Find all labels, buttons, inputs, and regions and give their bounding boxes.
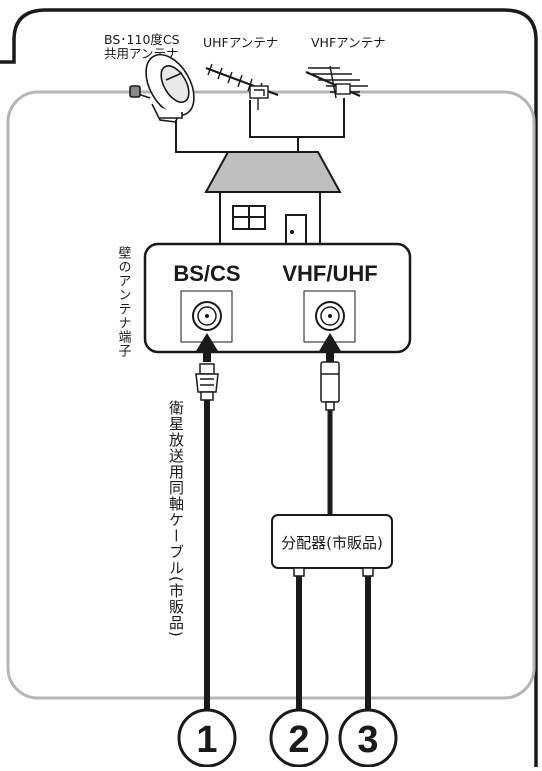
- bs-cs-connector-icon: [180, 290, 233, 343]
- coax-cable-label: 衛星放送用同軸ケーブル(市販品): [167, 400, 185, 638]
- uhf-cable: [249, 100, 298, 138]
- wall-terminal-side-label: 壁のアンテナ端子: [116, 246, 132, 358]
- output-number-1: 1: [196, 719, 217, 761]
- bs-cs-antenna-label-line1: BS･110度CS: [104, 32, 180, 47]
- output-number-2: 2: [288, 719, 309, 761]
- splitter-port: [293, 567, 305, 577]
- f-plug-icon: [195, 363, 219, 401]
- splitter-port: [362, 567, 374, 577]
- splitter-label: 分配器(市販品): [281, 534, 383, 552]
- vhf-uhf-port-label: VHF/UHF: [282, 261, 377, 286]
- bs-cs-port-label: BS/CS: [173, 261, 240, 286]
- vhf-antenna-label: VHFアンテナ: [311, 35, 386, 50]
- splitter-box: [271, 514, 393, 569]
- uhf-antenna-label: UHFアンテナ: [203, 35, 278, 50]
- vhf-antenna-icon: [305, 65, 368, 99]
- arrow-up-icon: [319, 333, 341, 362]
- satellite-dish-icon: [129, 53, 195, 123]
- house-icon: [204, 151, 342, 245]
- outer-frame: [0, 8, 538, 767]
- arrow-up-icon: [196, 333, 218, 362]
- output-badge-1: 1: [177, 708, 237, 768]
- plug-icon: [320, 361, 340, 411]
- output-number-3: 3: [357, 719, 378, 761]
- vhf-uhf-connector-icon: [303, 290, 356, 343]
- vhf-cable: [297, 98, 345, 152]
- uhf-antenna-icon: [205, 63, 279, 110]
- output-badge-2: 2: [269, 708, 329, 768]
- dish-cable: [175, 120, 232, 153]
- output-badge-3: 3: [338, 708, 398, 768]
